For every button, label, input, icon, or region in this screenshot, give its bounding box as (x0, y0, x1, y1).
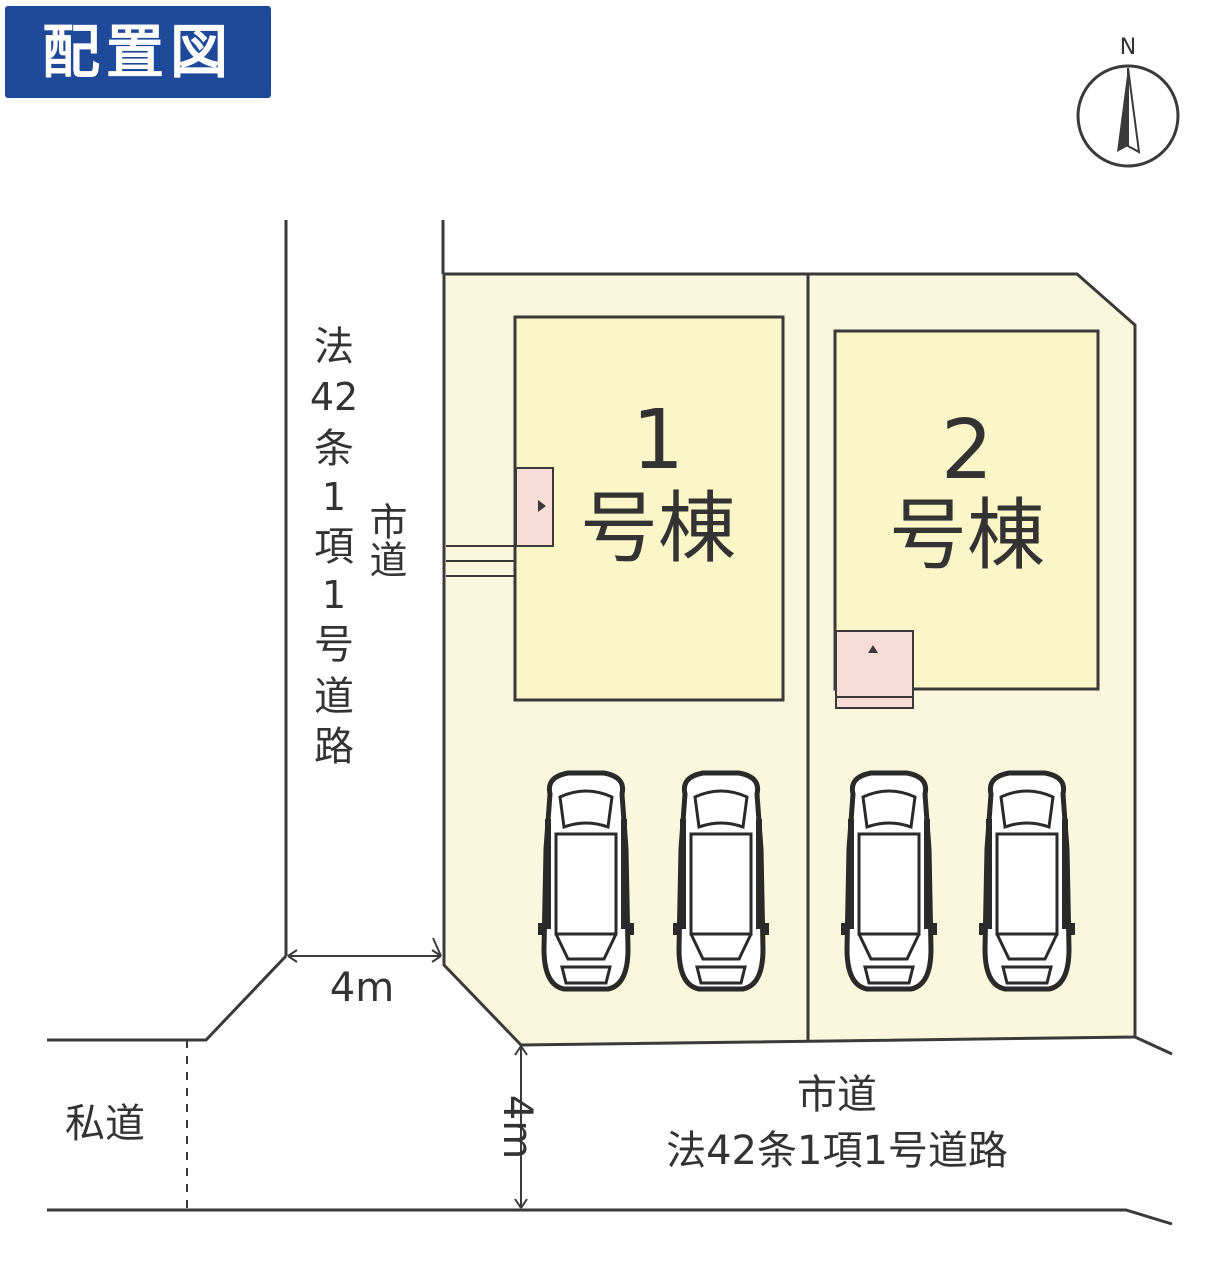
building-1 (513, 315, 785, 702)
lot-2-number: 2 (941, 403, 993, 498)
svg-text:条: 条 (314, 426, 354, 472)
parking-car-icon (841, 773, 937, 989)
south-road-width-label: 4m (494, 1095, 540, 1159)
entrance-2-arrow-icon (868, 645, 878, 653)
west-road-width-label: 4m (330, 965, 394, 1011)
svg-text:号: 号 (314, 622, 354, 668)
west-road-name: 市道 (363, 502, 407, 578)
west-road-classification: 法 42 条 1 項 1 号 道 路 (310, 324, 358, 770)
svg-text:法: 法 (314, 324, 354, 370)
entrance-1-arrow-icon (538, 500, 546, 512)
compass-label: N (1120, 35, 1136, 60)
private-road-label: 私道 (65, 1101, 145, 1147)
entrance-2 (835, 630, 914, 709)
svg-text:1: 1 (322, 573, 346, 617)
svg-text:道: 道 (314, 674, 354, 720)
north-arrow-icon: N (1076, 35, 1180, 168)
lot-1-number: 1 (632, 393, 684, 488)
west-road-width (287, 937, 442, 963)
lot-1-label: 号棟 (580, 484, 736, 574)
road-edges (47, 220, 1173, 1226)
lot-2-label: 号棟 (889, 491, 1045, 581)
svg-text:1: 1 (322, 475, 346, 519)
entrance-1 (515, 467, 554, 547)
building-2 (833, 329, 1100, 691)
south-road-name: 市道 (797, 1072, 877, 1118)
south-road-width (514, 1045, 528, 1209)
svg-text:路: 路 (314, 724, 354, 770)
south-road-classification: 法42条1項1号道路 (666, 1128, 1008, 1174)
approach-path (446, 545, 515, 577)
title-badge: 配置図 (5, 6, 271, 98)
parking-car-icon (538, 773, 634, 989)
svg-text:42: 42 (310, 375, 358, 419)
svg-text:項: 項 (314, 524, 354, 570)
parking-car-icon (673, 773, 769, 989)
parking-car-icon (979, 773, 1075, 989)
